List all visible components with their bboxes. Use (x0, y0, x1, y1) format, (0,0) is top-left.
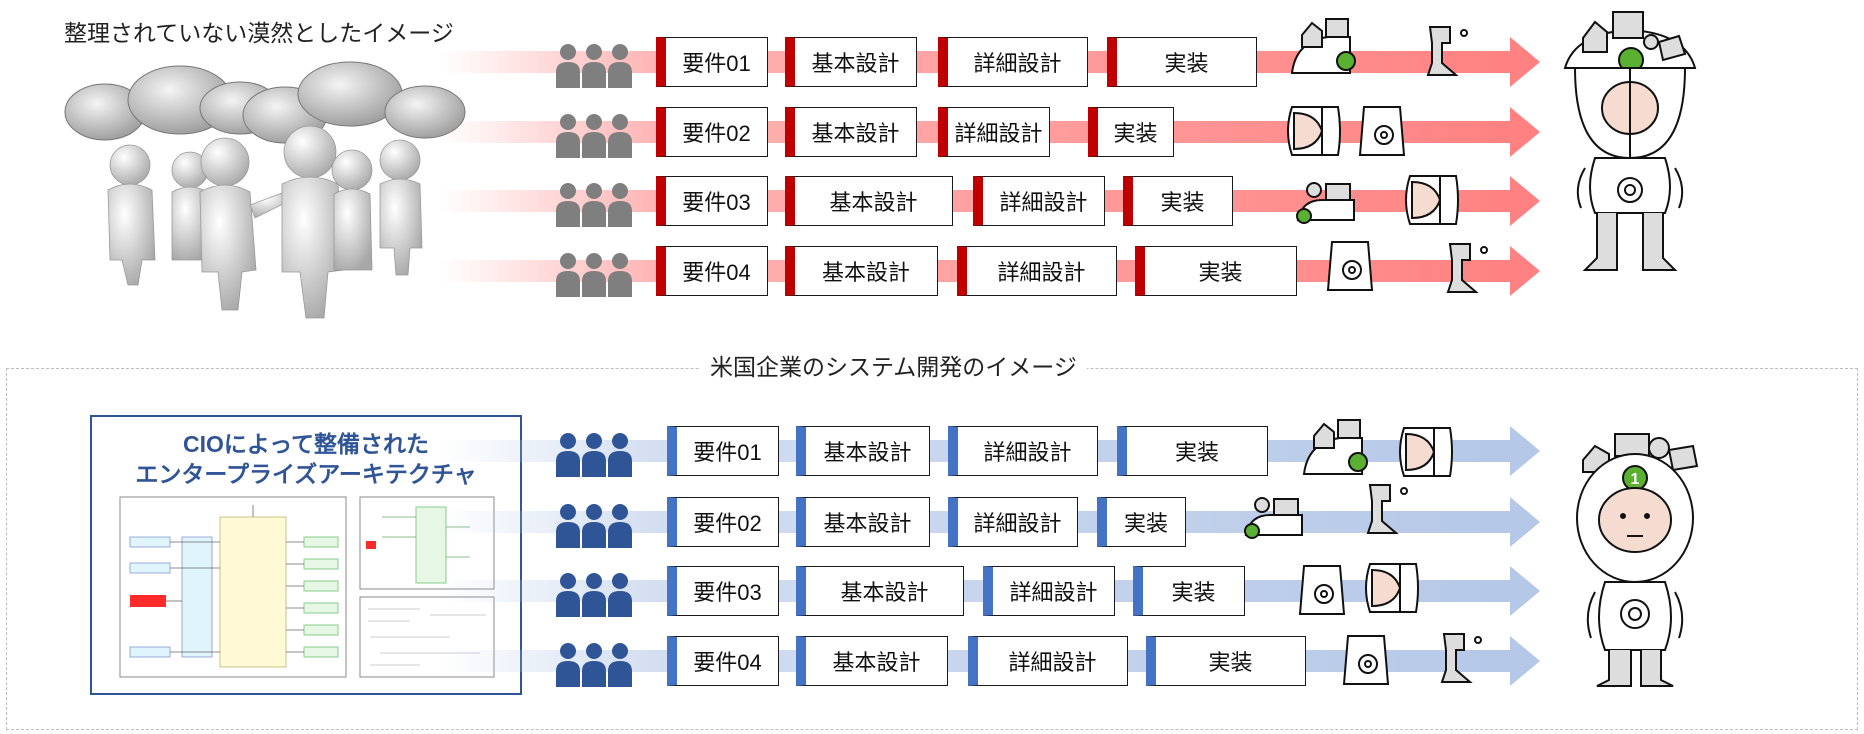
detail-design-box: 詳細設計 (948, 497, 1078, 547)
detail-design-box: 詳細設計 (957, 246, 1117, 296)
robot-fragment-icon (1358, 106, 1406, 156)
implementation-box: 実装 (1117, 426, 1268, 476)
basic-design-box: 基本設計 (785, 107, 917, 157)
ea-title-line2: エンタープライズアーキテクチャ (135, 461, 477, 487)
implementation-box: 実装 (1133, 566, 1245, 616)
requirement-box: 要件02 (656, 107, 768, 157)
team-icon (556, 253, 632, 297)
team-icon (556, 114, 632, 158)
basic-design-box: 基本設計 (785, 37, 917, 87)
implementation-box: 実装 (1146, 636, 1306, 686)
basic-design-box: 基本設計 (796, 426, 930, 476)
basic-design-box: 基本設計 (796, 566, 964, 616)
robot-fragment-icon (1298, 565, 1346, 615)
robot-fragment-icon (1365, 563, 1419, 613)
basic-design-box: 基本設計 (785, 246, 938, 296)
robot-fragment-icon (1366, 484, 1408, 534)
requirement-box: 要件04 (656, 246, 768, 296)
robot-fragment-icon (1405, 175, 1459, 225)
robot-fragment-icon (1287, 106, 1341, 156)
team-icon (556, 44, 632, 88)
speech-bubble-icon (64, 61, 466, 144)
person-figure-icon (107, 125, 423, 319)
implementation-box: 実装 (1123, 176, 1233, 226)
implementation-box: 実装 (1097, 497, 1186, 547)
requirement-box: 要件04 (667, 636, 779, 686)
detail-design-box: 詳細設計 (938, 37, 1088, 87)
robot-fragment-icon (1244, 497, 1303, 539)
robot-fragment-icon (1302, 419, 1368, 475)
basic-design-box: 基本設計 (796, 636, 948, 686)
detail-design-box: 詳細設計 (938, 107, 1050, 157)
team-icon (556, 504, 632, 548)
detail-design-box: 詳細設計 (983, 566, 1115, 616)
robot-fragment-icon (1426, 26, 1468, 76)
requirement-box: 要件03 (656, 176, 768, 226)
implementation-box: 実装 (1088, 107, 1174, 157)
robot-badge: 1 (1631, 471, 1640, 488)
ea-title-line1: CIOによって整備された (182, 431, 430, 457)
robot-fragment-icon (1440, 633, 1482, 683)
robot-fragment-icon (1326, 241, 1374, 291)
robot-icon: 1 (1576, 433, 1699, 687)
implementation-box: 実装 (1135, 246, 1297, 296)
team-icon (556, 573, 632, 617)
robot-fragment-icon (1399, 427, 1453, 477)
team-icon (556, 643, 632, 687)
detail-design-box: 詳細設計 (948, 426, 1098, 476)
requirement-box: 要件01 (656, 37, 768, 87)
discussion-illustration (64, 61, 466, 319)
implementation-box: 実装 (1107, 37, 1257, 87)
requirement-box: 要件01 (667, 426, 779, 476)
robot-fragment-icon (1342, 635, 1390, 685)
top-caption: 整理されていない漠然としたイメージ (64, 20, 454, 46)
detail-design-box: 詳細設計 (968, 636, 1128, 686)
robot-fragment-icon (1290, 18, 1356, 74)
bottom-caption: 米国企業のシステム開発のイメージ (700, 348, 1087, 382)
robot-icon (1563, 11, 1697, 271)
robot-fragment-icon (1446, 243, 1488, 293)
team-icon (556, 433, 632, 477)
basic-design-box: 基本設計 (796, 497, 930, 547)
requirement-box: 要件03 (667, 566, 779, 616)
basic-design-box: 基本設計 (785, 176, 953, 226)
team-icon (556, 183, 632, 227)
requirement-box: 要件02 (667, 497, 779, 547)
robot-fragment-icon (1296, 182, 1355, 224)
detail-design-box: 詳細設計 (973, 176, 1105, 226)
